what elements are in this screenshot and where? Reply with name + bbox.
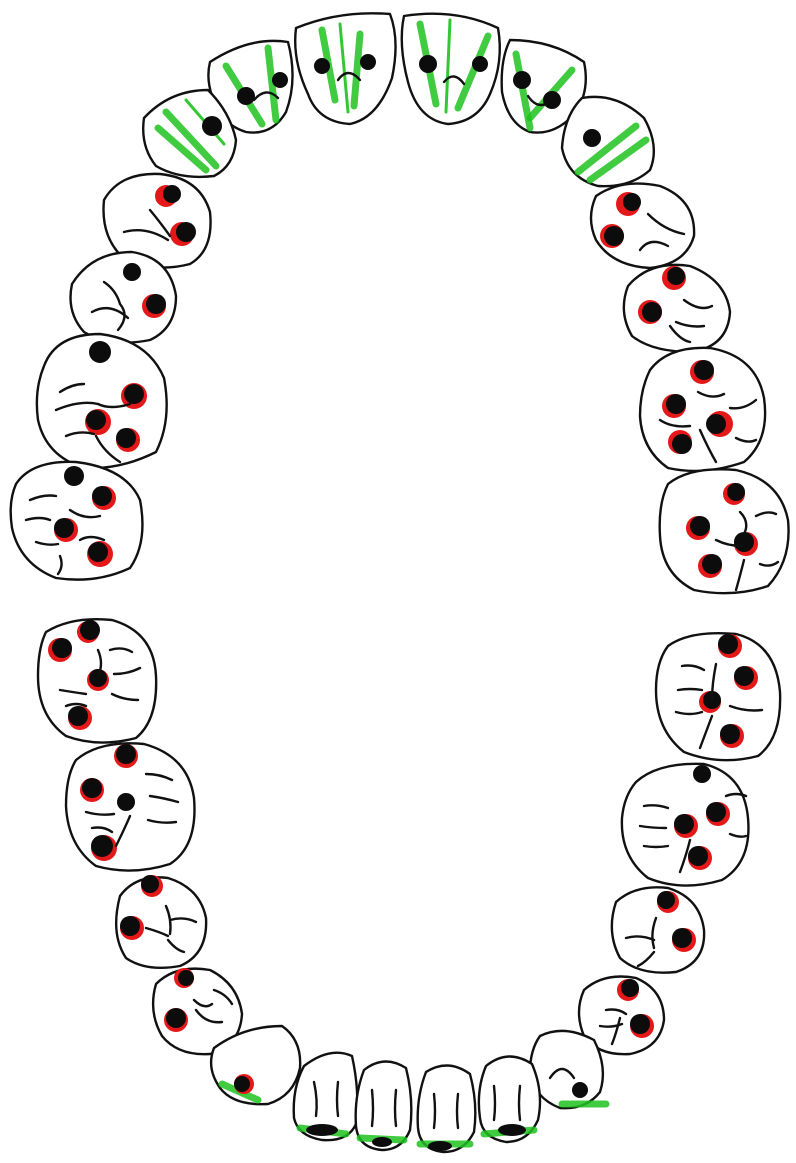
upper-first-molar-right [640,348,765,471]
upper-second-premolar-left [71,252,177,343]
upper-central-incisor-right [402,14,500,124]
lower-central-incisor-left [356,1061,412,1150]
lower-second-molar-right [656,633,780,760]
upper-central-incisor-left [295,13,395,124]
upper-first-premolar-right [591,184,694,268]
upper-second-molar-right [660,469,789,593]
lower-second-premolar-left [116,875,206,968]
lower-arch [38,619,780,1152]
lower-lateral-incisor-left [294,1053,358,1141]
lower-canine-right [530,1031,606,1108]
upper-second-premolar-right [624,265,730,352]
upper-second-molar-left [11,462,143,580]
lower-lateral-incisor-right [479,1056,540,1142]
lower-first-molar-right [622,764,749,886]
lower-first-molar-left [66,743,195,870]
upper-first-molar-left [37,334,167,468]
lower-second-molar-left [38,619,156,742]
upper-canine-right [562,97,654,186]
upper-arch [11,13,789,593]
lower-central-incisor-right [418,1065,476,1152]
lower-second-premolar-right [612,887,704,972]
